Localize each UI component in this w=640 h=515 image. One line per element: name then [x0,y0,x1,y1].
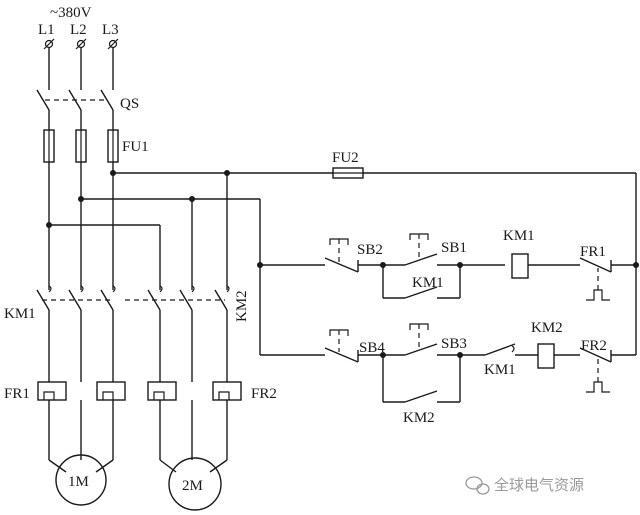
km2-seal-in-contact [382,355,461,403]
phase-l1-label: L1 [38,22,55,38]
motor-2m-label: 2M [182,478,203,494]
sb3-start-button [380,323,485,358]
sb2-label: SB2 [357,242,383,258]
phase-l3-label: L3 [102,22,119,38]
ctrl-km2-coil-label: KM2 [531,320,563,336]
ctrl-km2-contact-label: KM2 [403,410,435,426]
fu2-label: FU2 [332,150,359,166]
km2-power-label: KM2 [234,290,250,322]
motor-1m [48,454,114,506]
km1-power-label: KM1 [4,306,36,322]
fu1-fuses [43,129,119,163]
qs-label: QS [120,96,139,112]
phase-l2-label: L2 [70,22,87,38]
fr2-power-label: FR2 [251,386,277,402]
km1-coil [511,253,580,279]
sb4-stop-button [324,329,383,363]
ctrl-km1-contact-label: KM1 [412,275,444,291]
sb1-label: SB1 [441,240,467,256]
km2-main-contacts [125,285,230,382]
supply-voltage-label: ~380V [50,5,92,21]
fr2-thermal-relay [147,381,242,460]
km2-coil [537,343,580,369]
power-distribution [46,162,333,355]
ctrl-fr1-label: FR1 [580,244,606,260]
fr2-nc-contact [579,347,636,393]
sb1-start-button [380,233,505,268]
watermark-text: 全球电气资源 [494,476,584,494]
fr1-nc-contact [579,257,636,301]
km1-main-contacts [36,285,116,382]
wechat-icon [465,476,490,495]
supply-terminals [43,38,119,50]
ctrl-km1-coil-label: KM1 [503,228,535,244]
ctrl-km1-interlock-label: KM1 [484,362,516,378]
fr1-power-label: FR1 [4,386,30,402]
sb4-label: SB4 [359,340,385,356]
fu2-fuse [332,167,637,355]
km1-interlock-contact [484,343,538,356]
sb2-stop-button [324,238,383,273]
fu1-label: FU1 [122,139,149,155]
fr1-thermal-relay [37,381,126,460]
motor-2m [159,457,228,511]
control-left-bus [257,262,639,356]
sb3-label: SB3 [441,336,467,352]
qs-switch [36,48,114,130]
km1-seal-in-contact [382,265,461,299]
ctrl-fr2-label: FR2 [581,338,607,354]
motor-1m-label: 1M [68,474,89,490]
